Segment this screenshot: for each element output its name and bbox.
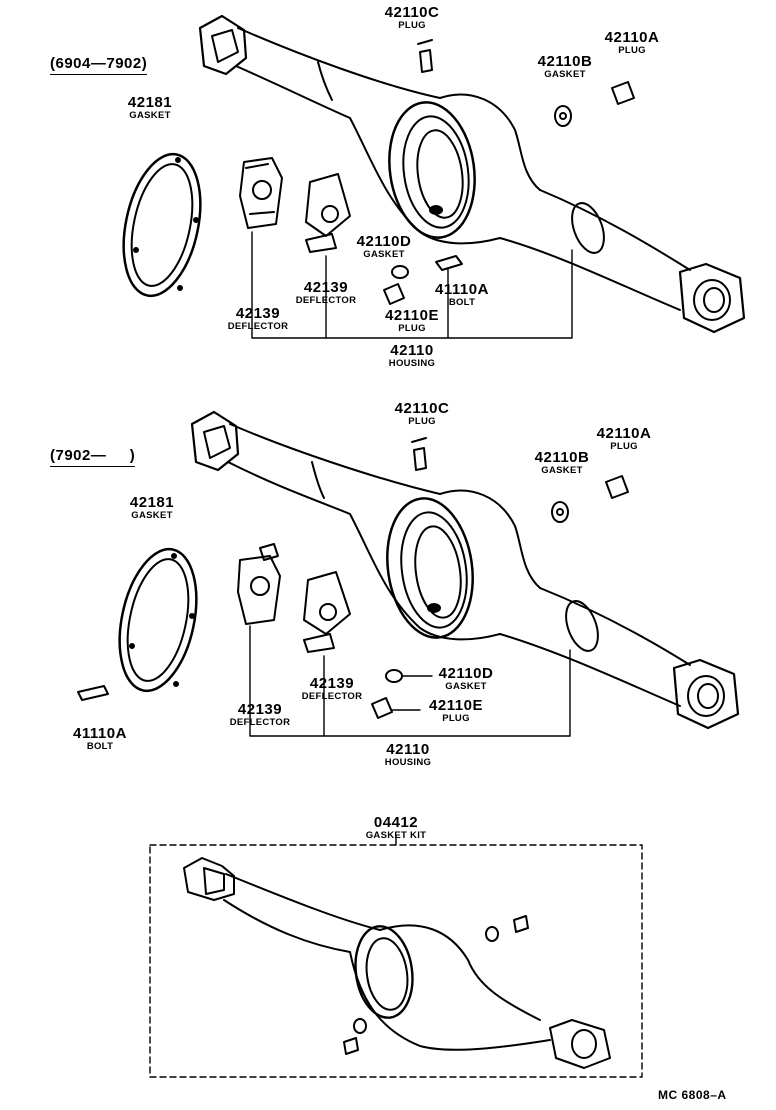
label-early-deflector-2: 42139 DEFLECTOR xyxy=(296,280,357,306)
part-number: 42181 xyxy=(127,94,173,111)
gasket-ring-late xyxy=(118,547,198,693)
part-name: PLUG xyxy=(442,713,470,724)
part-name: DEFLECTOR xyxy=(301,691,363,702)
label-late-gasket-d: 42110D GASKET xyxy=(439,666,494,692)
range-late-text: (7902— ) xyxy=(50,447,136,464)
part-number: 42110A xyxy=(596,425,652,442)
label-early-plug-e: 42110E PLUG xyxy=(385,308,439,334)
part-number: 42110C xyxy=(394,400,450,417)
label-late-plug-c: 42110C PLUG xyxy=(395,401,450,427)
part-name: PLUG xyxy=(610,441,638,452)
part-name: HOUSING xyxy=(384,757,432,768)
part-number: 42110B xyxy=(534,449,590,466)
axle-housing-kit xyxy=(183,857,611,1069)
part-number: 42110E xyxy=(429,697,483,714)
part-name: DEFLECTOR xyxy=(227,321,289,332)
label-early-plug-c: 42110C PLUG xyxy=(385,5,440,31)
part-number: 42139 xyxy=(303,279,349,296)
axle-housing-early xyxy=(198,14,746,334)
part-number: 42110C xyxy=(384,4,440,21)
part-number: 41110A xyxy=(435,281,489,298)
part-name: GASKET xyxy=(363,249,405,260)
part-name: DEFLECTOR xyxy=(229,717,291,728)
range-early-text: (6904—7902) xyxy=(50,55,148,72)
part-number: 04412 xyxy=(373,814,419,831)
label-early-gasket-181: 42181 GASKET xyxy=(128,95,172,121)
label-gasket-kit: 04412 GASKET KIT xyxy=(366,815,427,841)
part-number: 42139 xyxy=(309,675,355,692)
part-number: 42139 xyxy=(237,701,283,718)
part-name: DEFLECTOR xyxy=(295,295,357,306)
label-early-bolt: 41110A BOLT xyxy=(435,282,489,308)
part-number: 42110A xyxy=(604,29,660,46)
label-late-deflector-2: 42139 DEFLECTOR xyxy=(302,676,363,702)
diagram-code: MC 6808–A xyxy=(658,1088,727,1102)
deflector-parts-early xyxy=(239,157,351,253)
part-number: 41110A xyxy=(73,725,127,742)
axle-housing-late xyxy=(190,410,740,730)
label-early-housing: 42110 HOUSING xyxy=(389,343,435,369)
label-late-gasket-181: 42181 GASKET xyxy=(130,495,174,521)
part-name: PLUG xyxy=(408,416,436,427)
label-late-plug-e: 42110E PLUG xyxy=(429,698,483,724)
range-early: (6904—7902) xyxy=(50,55,148,75)
part-name: BOLT xyxy=(448,297,476,308)
part-number: 42110 xyxy=(390,342,434,359)
part-name: GASKET xyxy=(541,465,583,476)
leader-lines-early xyxy=(251,231,573,339)
part-number: 42110E xyxy=(385,307,439,324)
part-name: PLUG xyxy=(398,323,426,334)
small-parts-late xyxy=(77,437,629,719)
label-late-housing: 42110 HOUSING xyxy=(385,742,431,768)
part-name: PLUG xyxy=(398,20,426,31)
part-number: 42181 xyxy=(129,494,175,511)
label-early-deflector-1: 42139 DEFLECTOR xyxy=(228,306,289,332)
part-name: HOUSING xyxy=(388,358,436,369)
label-late-deflector-1: 42139 DEFLECTOR xyxy=(230,702,291,728)
part-name: GASKET xyxy=(445,681,487,692)
part-number: 42110 xyxy=(386,741,430,758)
part-number: 42110D xyxy=(356,233,412,250)
label-early-gasket-d: 42110D GASKET xyxy=(357,234,412,260)
label-late-bolt: 41110A BOLT xyxy=(73,726,127,752)
part-name: BOLT xyxy=(86,741,114,752)
leader-lines-late xyxy=(249,625,571,737)
range-late: (7902— ) xyxy=(50,447,136,467)
small-parts-early xyxy=(383,39,635,305)
part-name: GASKET xyxy=(544,69,586,80)
label-early-plug-a: 42110A PLUG xyxy=(605,30,660,56)
part-number: 42110B xyxy=(537,53,593,70)
label-late-gasket-b: 42110B GASKET xyxy=(535,450,590,476)
part-name: GASKET KIT xyxy=(365,830,427,841)
part-number: 42139 xyxy=(235,305,281,322)
label-late-plug-a: 42110A PLUG xyxy=(597,426,652,452)
part-name: PLUG xyxy=(618,45,646,56)
part-number: 42110D xyxy=(438,665,494,682)
part-name: GASKET xyxy=(129,110,171,121)
label-early-gasket-b: 42110B GASKET xyxy=(538,54,593,80)
deflector-parts-late xyxy=(237,543,351,653)
gasket-ring-early xyxy=(122,152,202,298)
part-name: GASKET xyxy=(131,510,173,521)
